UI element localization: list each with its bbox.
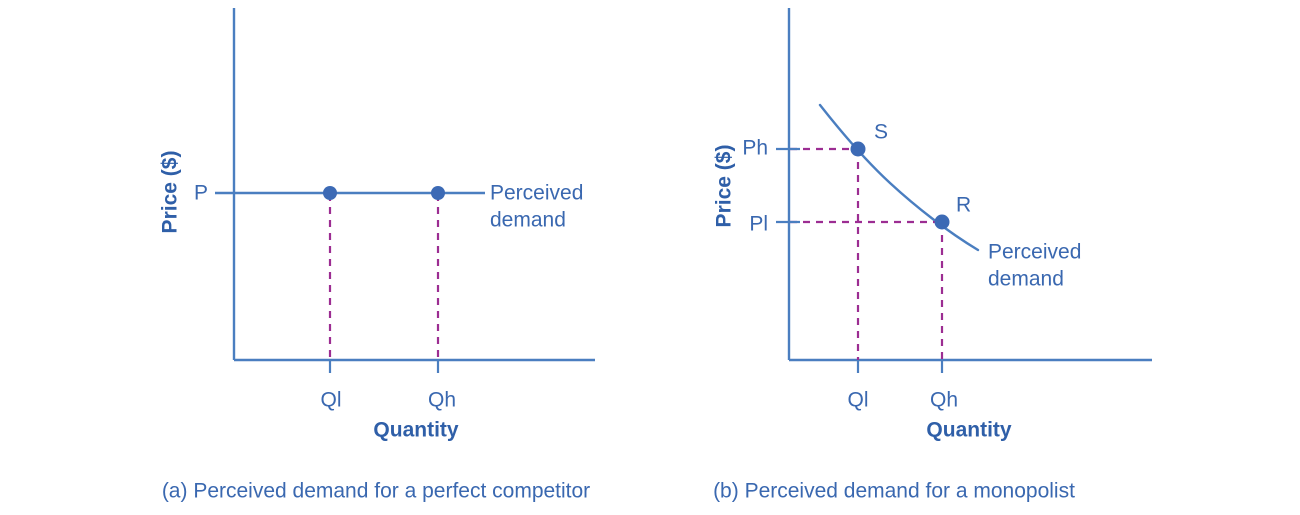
panel-b-ytick-label-ph: Ph	[742, 137, 768, 160]
panel-b-y-axis-label: Price ($)	[713, 145, 736, 228]
panel-b-point-label-s: S	[874, 121, 888, 144]
panel-b-caption: (b) Perceived demand for a monopolist	[713, 480, 1075, 503]
panel-a-x-axis-label: Quantity	[373, 419, 458, 442]
panel-b-point-r	[934, 214, 950, 230]
panel-a-xtick-label-ql: Ql	[321, 388, 342, 411]
panel-b-ytick-label-pl: Pl	[749, 213, 768, 236]
panel-a-point-qh	[431, 186, 445, 200]
panel-a-price-label: P	[194, 182, 208, 205]
panel-a-xtick-label-qh: Qh	[428, 388, 456, 411]
panel-a: Price ($) P Ql Qh Quantity Perceived dem…	[159, 8, 595, 503]
panel-b: Price ($) Ph Pl S R Ql Qh Quantity Perce…	[713, 8, 1152, 503]
panel-b-demand-curve	[818, 103, 980, 252]
panel-b-point-label-r: R	[956, 194, 971, 217]
panel-a-point-ql	[323, 186, 337, 200]
panel-a-y-axis-label: Price ($)	[159, 151, 182, 234]
panel-a-curve-label-line1: Perceived	[490, 182, 583, 205]
panel-a-caption: (a) Perceived demand for a perfect compe…	[162, 480, 590, 503]
panel-b-curve-label-line2: demand	[988, 268, 1064, 291]
panel-a-curve-label-line2: demand	[490, 209, 566, 232]
panel-b-curve-label-line1: Perceived	[988, 241, 1081, 264]
panel-b-point-s	[850, 141, 866, 157]
panel-b-xtick-label-qh: Qh	[930, 388, 958, 411]
panel-b-x-axis-label: Quantity	[926, 419, 1011, 442]
panel-b-xtick-label-ql: Ql	[848, 388, 869, 411]
